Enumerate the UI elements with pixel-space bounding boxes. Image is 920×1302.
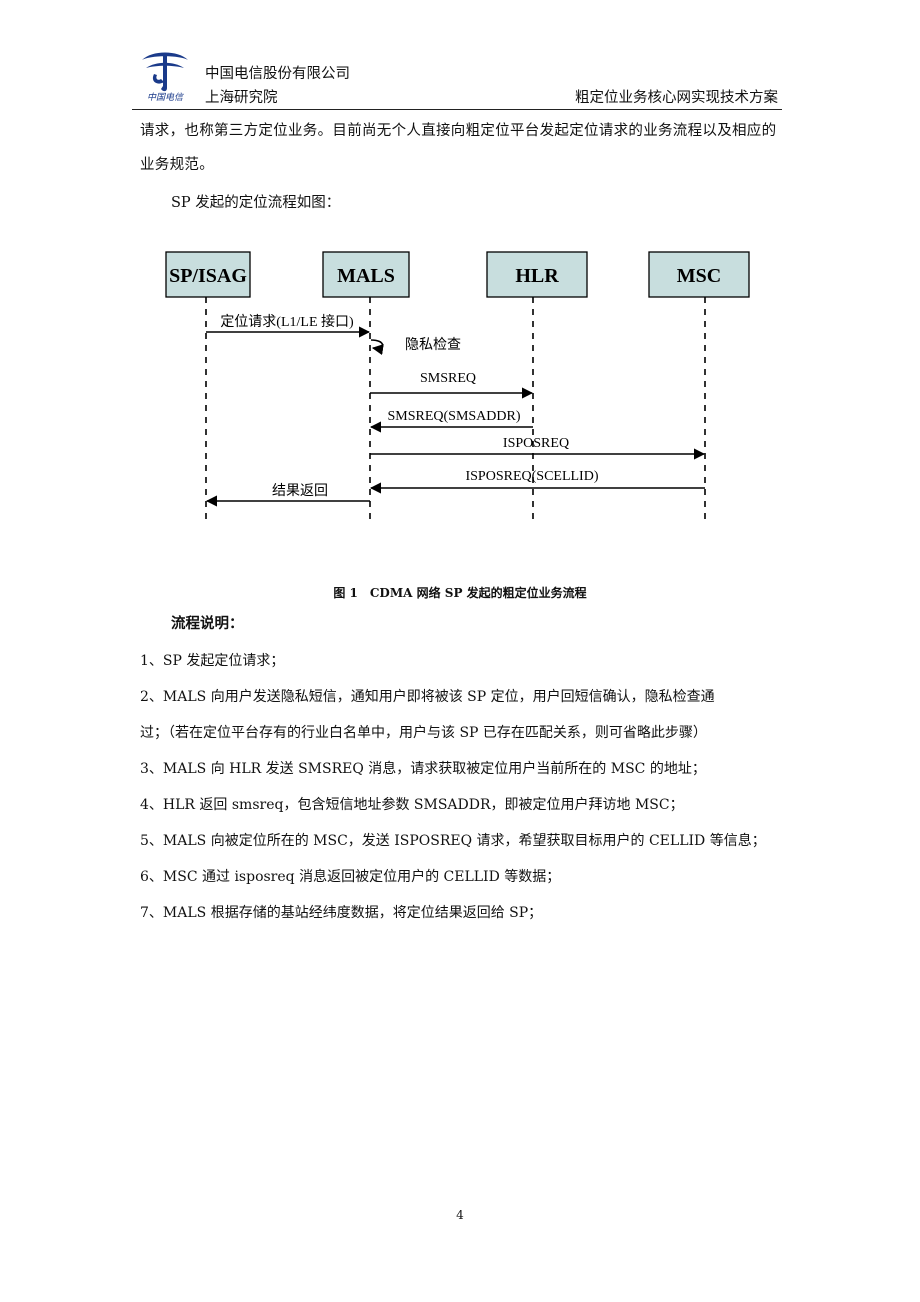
entity-label: SP/ISAG <box>169 265 247 287</box>
step-item: 3、MALS 向 HLR 发送 SMSREQ 消息，请求获取被定位用户当前所在的… <box>140 761 706 777</box>
entity-msc: MSC <box>648 251 750 298</box>
step-item: 5、MALS 向被定位所在的 MSC，发送 ISPOSREQ 请求，希望获取目标… <box>140 833 766 849</box>
entity-mals: MALS <box>322 251 410 298</box>
message-label-isposreq: ISPOSREQ <box>503 436 569 451</box>
header-company: 中国电信股份有限公司 <box>205 66 350 82</box>
sequence-diagram: SP/ISAG MALS HLR MSC 定位请求(L1/LE 接口) 隐私检查… <box>165 251 750 522</box>
message-label-result-return: 结果返回 <box>272 483 328 499</box>
page-number: 4 <box>456 1208 464 1222</box>
header-institute: 上海研究院 <box>205 90 278 106</box>
step-item: 6、MSC 通过 isposreq 消息返回被定位用户的 CELLID 等数据； <box>140 869 561 885</box>
message-arrow-privacy-check <box>370 339 384 356</box>
message-label-smsreq: SMSREQ <box>420 371 476 386</box>
entity-hlr: HLR <box>486 251 588 298</box>
entity-label: MALS <box>337 265 395 287</box>
entity-label: MSC <box>677 265 721 287</box>
step-item: 4、HLR 返回 smsreq，包含短信地址参数 SMSADDR，即被定位用户拜… <box>140 797 684 813</box>
step-item-continued: 过；（若在定位平台存有的行业白名单中，用户与该 SP 已存在匹配关系，则可省略此… <box>140 725 707 741</box>
header-document-title: 粗定位业务核心网实现技术方案 <box>575 90 778 106</box>
step-item: 1、SP 发起定位请求； <box>140 653 285 669</box>
step-item: 2、MALS 向用户发送隐私短信，通知用户即将被该 SP 定位，用户回短信确认，… <box>140 689 715 705</box>
message-label-smsreq-response: SMSREQ(SMSADDR) <box>387 409 520 424</box>
message-label-privacy-check: 隐私检查 <box>405 337 461 353</box>
header-rule <box>132 109 782 110</box>
intro-paragraph: 请求，也称第三方定位业务。目前尚无个人直接向粗定位平台发起定位请求的业务流程以及… <box>140 123 777 173</box>
sp-flow-intro: SP 发起的定位流程如图： <box>171 195 341 211</box>
logo-text: 中国电信 <box>147 92 185 103</box>
figure-caption: 图 1 CDMA 网络 SP 发起的粗定位业务流程 <box>333 586 587 600</box>
flow-description-title: 流程说明： <box>171 615 244 632</box>
step-item: 7、MALS 根据存储的基站经纬度数据，将定位结果返回给 SP； <box>140 905 543 921</box>
message-label-isposreq-response: ISPOSREQ(SCELLID) <box>465 469 598 484</box>
entity-label: HLR <box>515 265 559 287</box>
message-label-location-request: 定位请求(L1/LE 接口) <box>220 313 354 330</box>
entity-sp-isag: SP/ISAG <box>165 251 251 298</box>
china-telecom-logo-icon: 中国电信 <box>142 52 188 103</box>
